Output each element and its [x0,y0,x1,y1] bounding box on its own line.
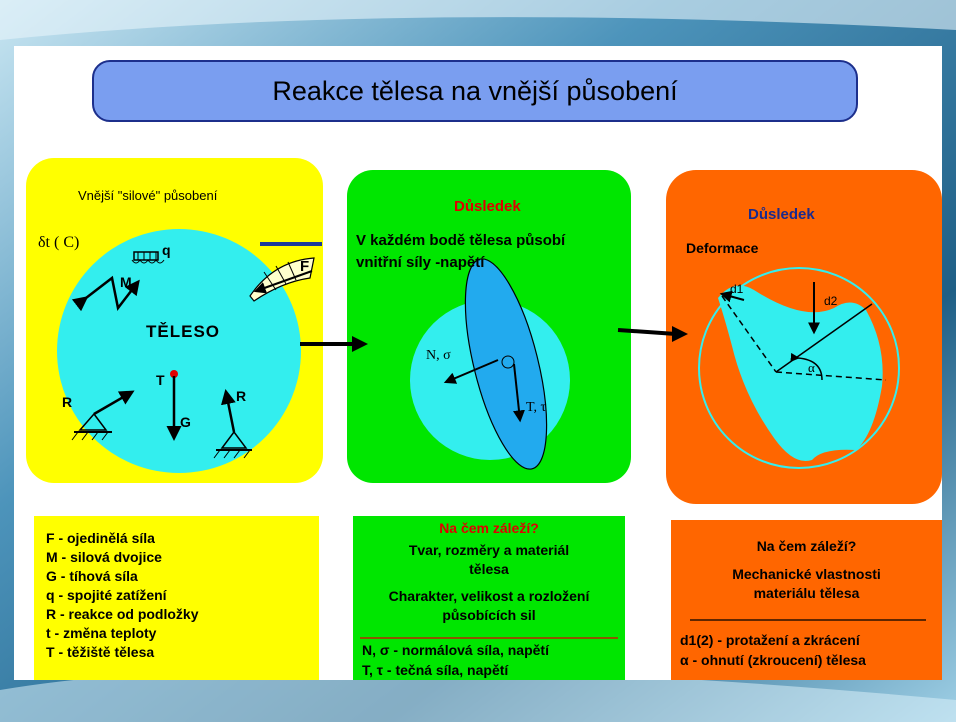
deformation-label: Deformace [686,240,759,256]
right-def-elongation: d1(2) - protažení a zkrácení [680,632,860,648]
right-heading: Důsledek [748,206,815,223]
normal-force-arrow [443,359,499,384]
right-box-line-1: Mechanické vlastnosti [732,566,881,582]
right-box-line-2: materiálu tělesa [753,585,860,601]
label-r-left: R [62,394,73,410]
label-q: q [162,242,171,258]
legend-item: F - ojedinělá síla [46,530,155,546]
legend-item: t - změna teploty [46,625,157,641]
middle-line-2: vnitřní síly -napětí [356,254,485,271]
middle-box-title: Na čem záleží? [439,520,539,536]
legend-box [34,516,319,680]
middle-box-line-4: působících sil [442,607,536,623]
arrow-left-to-middle [300,336,368,352]
legend-item: R - reakce od podložky [46,606,199,622]
legend-item: T - těžiště tělesa [46,644,155,660]
label-d1: d1 [730,282,744,296]
alpha-arc [790,352,823,381]
external-action-heading: Vnější "silové" působení [78,188,218,203]
body-circle [57,229,301,473]
temperature-label: δt ( C) [38,234,80,251]
arrow-middle-to-right [617,326,688,342]
reaction-right [213,389,252,459]
label-d2: d2 [824,294,838,308]
shear-force-arrow [513,363,525,423]
middle-heading: Důsledek [454,198,521,215]
middle-def-shear: T, τ - tečná síla, napětí [362,662,509,678]
label-normal-force: N, σ [426,348,451,363]
label-g: G [180,414,191,430]
middle-box-line-3: Charakter, velikost a rozložení [388,588,590,604]
force-f [249,242,322,302]
title-box: Reakce tělesa na vnější působení [92,60,858,122]
middle-line-1: V každém bodě tělesa působí [356,232,566,249]
legend-item: q - spojité zatížení [46,587,167,603]
reaction-left [71,390,135,441]
slide-title: Reakce tělesa na vnější působení [272,75,678,106]
middle-box-line-2: tělesa [469,561,509,577]
d1-arrow [719,290,745,303]
factors-box-middle [353,516,625,680]
legend-item: M - silová dvojice [46,549,162,565]
diagram-graphics [57,229,926,639]
legend-item: G - tíhová síla [46,568,138,584]
middle-def-normal: N, σ - normálová síla, napětí [362,642,549,658]
middle-box-line-1: Tvar, rozměry a materiál [408,542,570,558]
label-m: M [120,274,132,290]
centroid-t [170,370,178,378]
right-box-title: Na čem záleží? [756,538,857,554]
couple-m [71,275,140,312]
distributed-load-q [131,251,165,264]
section-plane [464,258,548,470]
label-r-right: R [236,388,247,404]
label-t: T [156,372,165,388]
factors-box-right [671,520,942,680]
slide: Reakce tělesa na vnější působení [14,46,942,680]
right-def-bending: α - ohnutí (zkroucení) tělesa [680,652,866,668]
label-shear-force: T, τ [526,400,547,415]
label-alpha: α [808,360,815,375]
original-shape-circle [698,267,900,469]
label-f: F [300,258,310,275]
body-label: TĚLESO [146,322,221,341]
